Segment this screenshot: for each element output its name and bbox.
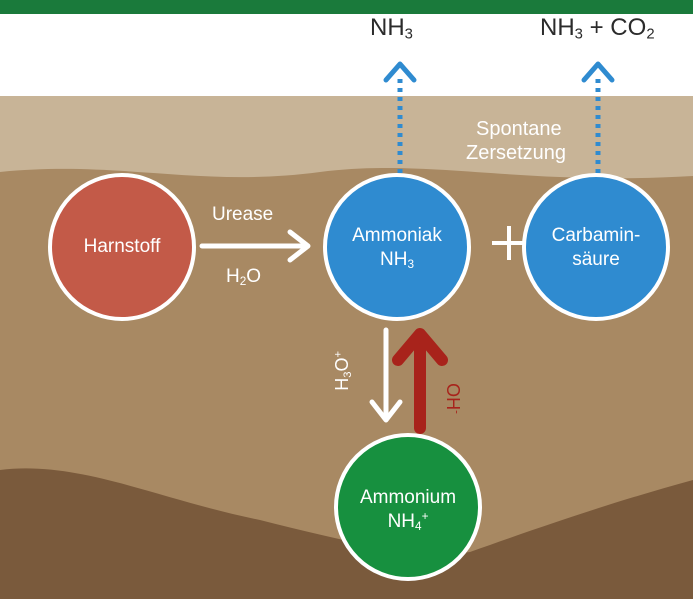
nh3-release-chevron-icon (383, 61, 417, 83)
harnstoff-label: Harnstoff (83, 236, 161, 257)
arrow-down-icon (369, 327, 403, 423)
nh3-co2-release-label: NH3 + CO2 (540, 14, 655, 43)
header-bar (0, 0, 693, 14)
ammoniak-label: Ammoniak NH3 (352, 225, 442, 271)
zersetzung-label: Zersetzung (466, 142, 567, 164)
ammoniak-circle (323, 173, 471, 321)
h3o-label: H3O+ (331, 351, 354, 391)
urease-label: Urease (212, 204, 274, 225)
spontane-label: Spontane (476, 118, 562, 140)
ammonium-label: Ammonium NH4+ (359, 487, 457, 533)
nh3-release-label: NH3 (370, 14, 413, 43)
soil-dark-layer (0, 468, 693, 599)
arrow-right-icon (199, 229, 311, 263)
plus-sign-icon (492, 226, 526, 260)
carbamin-circle (522, 173, 670, 321)
oh-label: OH- (442, 383, 463, 414)
ammonium-circle (334, 433, 482, 581)
carbamin-label: Carbamin- säure (551, 225, 641, 270)
harnstoff-circle (48, 173, 196, 321)
h2o-label: H2O (226, 266, 262, 288)
co2-release-chevron-icon (581, 61, 615, 83)
arrow-up-icon (392, 328, 448, 434)
